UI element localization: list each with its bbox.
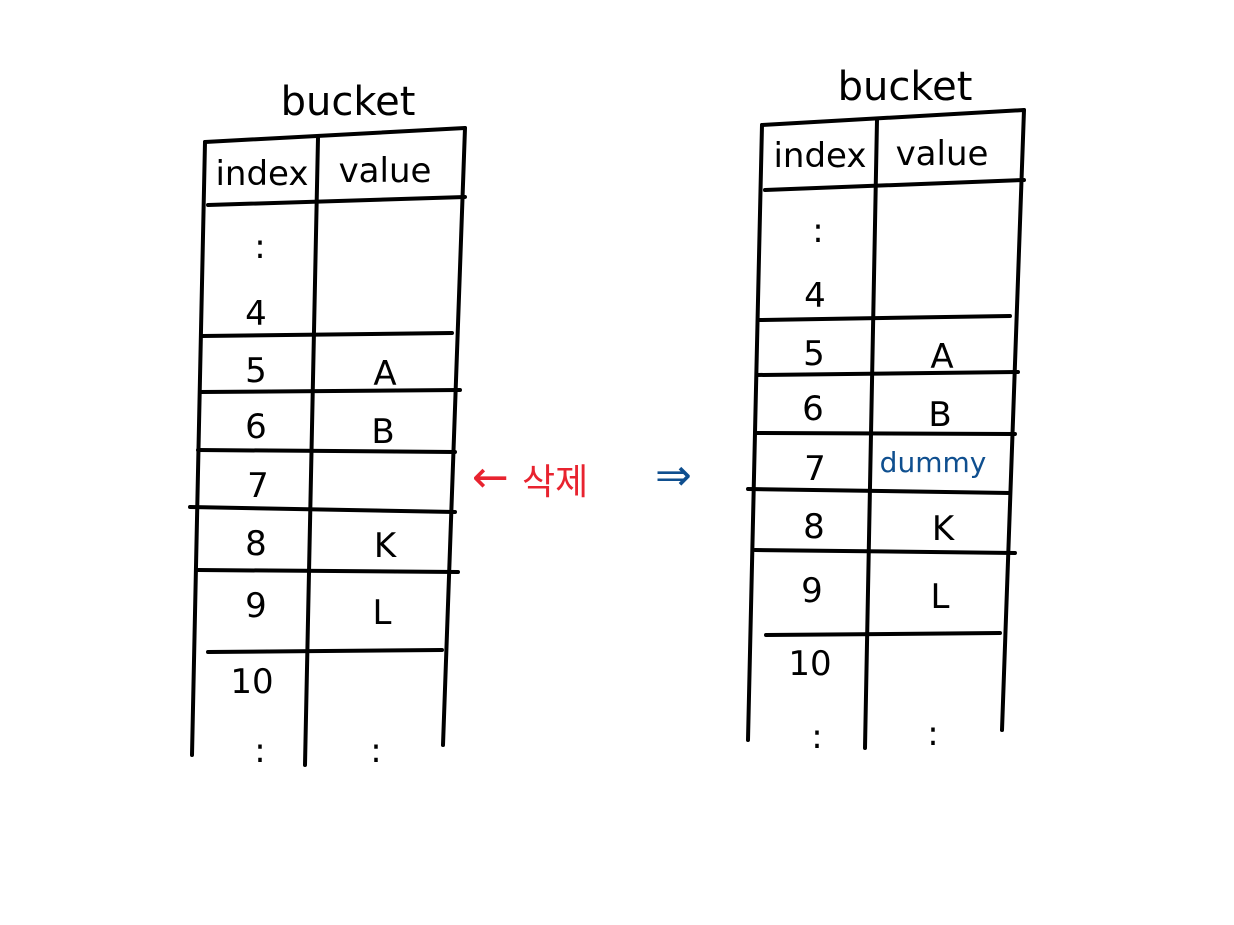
left-row-line (206, 648, 444, 654)
left-index-cell: 6 (245, 407, 267, 447)
left-row-line (200, 331, 454, 338)
right-header-line (763, 178, 1026, 192)
right-header-index: index (773, 136, 866, 176)
left-header-value: value (339, 151, 432, 191)
right-value-cell: B (928, 395, 951, 435)
right-index-cell: : (811, 717, 822, 757)
right-bucket-table: bucket index value : 4 5 A 6 B 7 dummy 8… (746, 64, 1026, 757)
left-top-border (203, 126, 467, 144)
left-index-cell: 7 (247, 466, 269, 506)
left-index-cell: 9 (245, 586, 267, 626)
right-index-cell: 5 (803, 334, 825, 374)
left-header-line (206, 195, 467, 207)
right-index-cell: 10 (788, 644, 831, 684)
right-value-cell: K (932, 509, 956, 549)
right-outer-right-border (1000, 108, 1026, 732)
right-index-cell: 6 (802, 389, 824, 429)
right-header-value: value (896, 134, 989, 174)
delete-label: 삭제 (522, 462, 588, 503)
right-value-cell: L (931, 577, 950, 617)
left-table-title: bucket (281, 79, 416, 125)
left-row-line (188, 505, 457, 514)
right-row-line (764, 631, 1002, 637)
left-index-cell: : (254, 227, 265, 267)
right-index-cell: 4 (804, 276, 826, 316)
left-value-cell: K (374, 526, 398, 566)
left-row-line (196, 448, 457, 454)
left-index-cell: : (254, 731, 265, 771)
left-index-cell: 5 (245, 351, 267, 391)
left-row-line (196, 568, 460, 574)
right-row-line (755, 370, 1020, 377)
left-index-cell: 4 (245, 294, 267, 334)
right-row-line (758, 314, 1012, 322)
left-value-cell: : (370, 731, 381, 771)
right-top-border (760, 108, 1026, 127)
left-index-cell: 10 (230, 662, 273, 702)
left-index-cell: 8 (245, 524, 267, 564)
right-index-cell: 7 (804, 449, 826, 489)
right-value-cell: : (927, 714, 938, 754)
left-header-index: index (215, 154, 308, 194)
right-row-line (753, 431, 1017, 436)
right-index-cell: : (812, 211, 823, 251)
left-bucket-table: bucket index value : 4 5 A 6 B 7 8 K 9 L… (188, 79, 467, 771)
left-arrow-icon: ← (472, 452, 509, 503)
right-table-title: bucket (838, 64, 973, 110)
left-outer-right-border (441, 126, 467, 747)
double-right-arrow-icon: ⇒ (655, 450, 692, 501)
right-index-cell: 8 (803, 507, 825, 547)
right-row-line (746, 487, 1012, 495)
right-index-cell: 9 (801, 571, 823, 611)
left-row-line (198, 388, 462, 394)
delete-annotation: ← 삭제 (472, 452, 588, 503)
right-value-cell-dummy: dummy (880, 446, 987, 479)
left-value-cell: A (373, 354, 396, 394)
left-value-cell: B (371, 412, 394, 452)
right-row-line (753, 548, 1017, 555)
left-value-cell: L (373, 593, 392, 633)
right-value-cell: A (930, 337, 953, 377)
